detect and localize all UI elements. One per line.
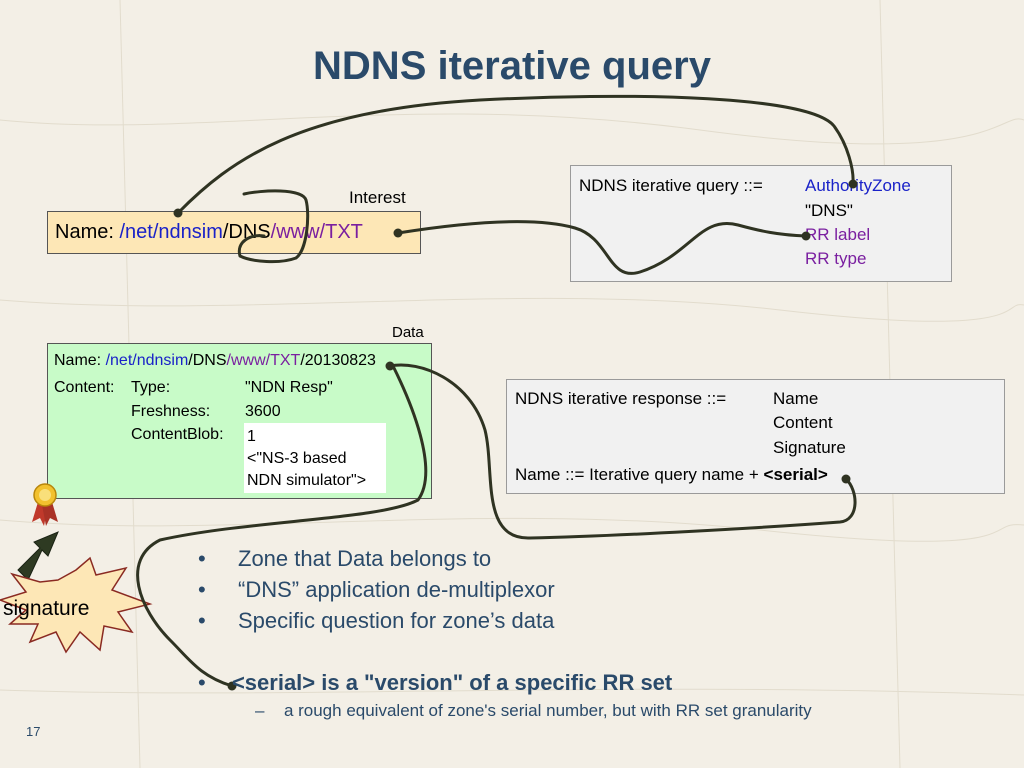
bullet-text: Specific question for zone’s data (238, 608, 555, 633)
data-seg-dns: /DNS (188, 352, 227, 369)
blob-line: 1 (247, 428, 256, 445)
blob-label: ContentBlob: (131, 426, 224, 443)
connector-label (396, 220, 808, 275)
connector-dot (173, 208, 183, 218)
signature-burst (0, 556, 153, 654)
interest-seg-type: /TXT (319, 221, 363, 243)
data-seg-type: /TXT (265, 352, 301, 369)
query-item-rr-label: RR label (805, 225, 871, 244)
arrow-up-icon (17, 531, 59, 581)
connector-blob (136, 364, 428, 688)
data-name-label: Name: (54, 352, 102, 369)
freshness-label: Freshness: (131, 403, 211, 420)
type-value: "NDN Resp" (245, 379, 333, 396)
response-def-lhs: NDNS iterative response ::= (515, 389, 727, 408)
name-rule: Name ::= Iterative query name + <serial> (515, 465, 828, 485)
connector-zone (176, 94, 855, 215)
blob-line: <"NS-3 based (247, 450, 347, 467)
page-number: 17 (26, 724, 41, 739)
interest-packet: Name: /net/ndnsim/DNS/www/TXT (47, 211, 421, 254)
bullet-mark: • (198, 670, 206, 695)
interest-name-label: Name: (55, 221, 114, 243)
bullet-mark: • (198, 546, 206, 571)
award-ribbon-icon (32, 483, 58, 526)
name-rule-text: Name ::= Iterative query name + (515, 465, 759, 484)
query-item-rr-type: RR type (805, 249, 867, 268)
sub-bullet: – a rough equivalent of zone's serial nu… (255, 701, 812, 721)
connector-dot (385, 361, 395, 371)
query-item-zone: AuthorityZone (805, 176, 911, 195)
connector-dot (848, 179, 858, 189)
data-name-line: Name: /net/ndnsim/DNS/www/TXT/20130823 (54, 352, 376, 370)
dash-mark: – (255, 701, 265, 720)
content-blob: 1 <"NS-3 based NDN simulator"> (244, 423, 386, 493)
interest-seg-prefix: /net/ndnsim (119, 221, 223, 243)
query-def-lhs: NDNS iterative query ::= (579, 176, 763, 195)
response-item-signature: Signature (773, 438, 846, 457)
connector-dot (801, 231, 811, 241)
slide-title: NDNS iterative query (313, 44, 711, 88)
response-item-content: Content (773, 413, 833, 432)
bullet-mark: • (198, 608, 206, 633)
response-definition-box: NDNS iterative response ::= Name Content… (506, 379, 1005, 494)
response-item-name: Name (773, 389, 819, 408)
data-seg-label: /www (226, 352, 266, 369)
data-seg-prefix: /net/ndnsim (105, 352, 189, 369)
data-seg-serial: /20130823 (300, 352, 376, 369)
freshness-value: 3600 (245, 403, 281, 420)
blob-line: NDN simulator"> (247, 472, 367, 489)
connector-serial-down (388, 363, 857, 540)
data-caption: Data (392, 324, 424, 341)
connector-dot (393, 228, 403, 238)
bullet-text: “DNS” application de-multiplexor (238, 577, 555, 602)
interest-caption: Interest (349, 188, 406, 207)
name-rule-serial: <serial> (763, 465, 828, 484)
serial-bullet-text: <serial> is a "version" of a specific RR… (231, 670, 673, 695)
type-label: Type: (131, 379, 171, 396)
signature-label: signature (3, 597, 90, 620)
connector-dot (841, 474, 851, 484)
bullet-text: Zone that Data belongs to (238, 546, 492, 571)
bullet-mark: • (198, 577, 206, 602)
connector-dot (227, 681, 237, 691)
interest-seg-dns: /DNS (222, 221, 271, 243)
query-definition-box: NDNS iterative query ::= AuthorityZone "… (570, 165, 952, 282)
sub-bullet-text: a rough equivalent of zone's serial numb… (283, 701, 812, 720)
content-label: Content: (54, 379, 115, 396)
connector-dns (237, 189, 310, 264)
query-item-dns: "DNS" (805, 201, 853, 220)
serial-bullet: • <serial> is a "version" of a specific … (198, 670, 672, 696)
